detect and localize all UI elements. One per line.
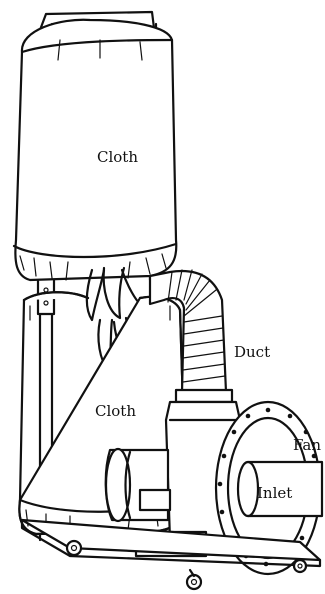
label-fan: Fan — [293, 436, 321, 454]
upper-cloth-bag — [14, 20, 176, 280]
label-duct: Duct — [234, 343, 270, 361]
caster-wheel — [294, 560, 306, 572]
label-inlet: Inlet — [257, 484, 292, 502]
label-cloth-top: Cloth — [97, 148, 138, 166]
caster-wheel — [67, 541, 81, 555]
label-cloth-bottom: Cloth — [95, 402, 136, 420]
caster-wheel — [187, 575, 201, 589]
